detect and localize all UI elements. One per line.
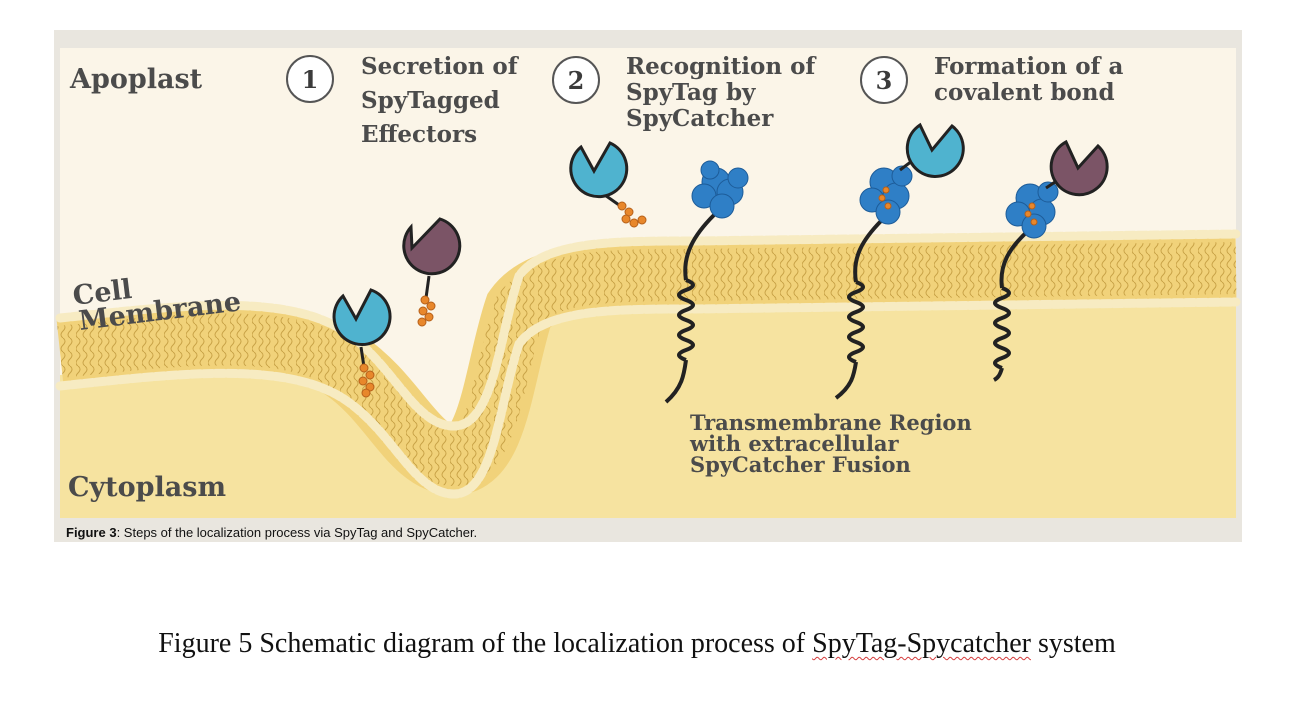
spytag-peptide (617, 201, 647, 228)
transmembrane-label-line-1: Transmembrane Region (690, 410, 972, 435)
step-1-circle (286, 55, 334, 103)
figure-3-caption: Figure 3: Steps of the localization proc… (66, 525, 477, 540)
membrane-lipid-tails (57, 242, 1237, 487)
membrane-inner-heads (55, 297, 1241, 499)
spycatcher-free (569, 141, 647, 228)
transmembrane-label-line-2: with extracellular (689, 431, 900, 456)
spytag-peptide (417, 295, 436, 327)
spytag-peptide (358, 363, 375, 398)
transmembrane-anchor-3b (993, 139, 1109, 382)
spycatcher-protein-blob (859, 165, 913, 225)
apoplast-label: Apoplast (69, 64, 203, 95)
step-1-line-3: Effectors (361, 121, 477, 148)
figure-5-caption-term: SpyTag-Spycatcher (812, 628, 1031, 659)
step-3-circle (860, 56, 908, 104)
figure-3-caption-text: : Steps of the localization process via … (116, 525, 478, 540)
figure-5-caption-prefix: Figure 5 Schematic diagram of the locali… (158, 628, 813, 659)
transmembrane-label-line-3: SpyCatcher Fusion (690, 452, 911, 477)
step-3-line-2: covalent bond (934, 79, 1115, 106)
diagram-canvas: Apoplast Cell Membrane Cytoplasm 1 Secre… (55, 48, 1241, 518)
step-1-line-1: Secretion of (361, 53, 520, 80)
step-3-line-1: Formation of a (934, 53, 1123, 80)
figure-3-caption-label: Figure 3 (66, 525, 117, 540)
membrane-outer-heads (55, 229, 1241, 431)
step-2-circle (552, 56, 600, 104)
step-1-number: 1 (302, 65, 319, 94)
step-2-line-2: SpyTag by (626, 79, 756, 106)
spytagged-effector-blue (332, 288, 392, 398)
spycatcher-protein-blob (1005, 181, 1059, 239)
spytagged-effector-purple (402, 217, 462, 327)
transmembrane-anchor-2 (664, 160, 749, 404)
figure-5-caption-suffix: system (1030, 628, 1116, 659)
step-1-line-2: SpyTagged (361, 87, 500, 114)
figure-panel: Apoplast Cell Membrane Cytoplasm 1 Secre… (54, 30, 1242, 542)
cytoplasm-area (60, 285, 1236, 518)
step-2-line-1: Recognition of (626, 53, 817, 80)
cytoplasm-label: Cytoplasm (68, 472, 226, 503)
step-2-line-3: SpyCatcher (626, 105, 774, 132)
cell-label: Cell (71, 274, 134, 312)
transmembrane-anchor-3a (834, 122, 965, 400)
figure-5-caption: Figure 5 Schematic diagram of the locali… (0, 628, 1274, 660)
spycatcher-protein-blob (691, 160, 749, 219)
step-2-number: 2 (568, 66, 585, 95)
step-3-number: 3 (876, 66, 893, 95)
